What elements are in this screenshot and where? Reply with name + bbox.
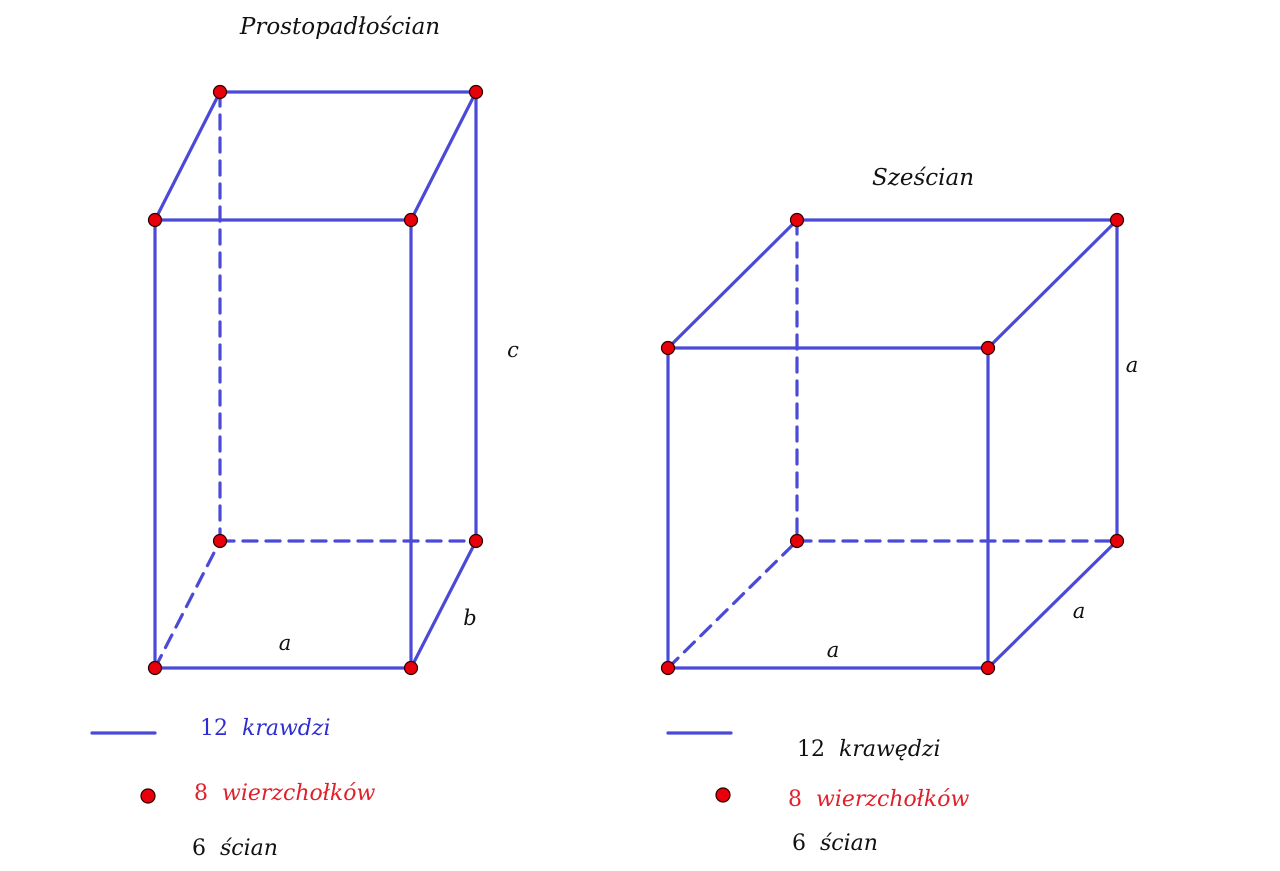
cube-dim-width: a: [827, 638, 840, 662]
cuboid-vertex: [212, 533, 228, 549]
cuboid-vertex: [147, 212, 163, 228]
legend-vertex-swatch: [140, 788, 156, 804]
cuboid-vertex: [147, 660, 163, 676]
cube-hidden-edge-left-bottom: [666, 539, 799, 670]
legend-vertex-swatch: [715, 787, 731, 803]
cube-vertex: [980, 660, 996, 676]
cube-vertex: [789, 533, 805, 549]
cube-vertex: [789, 212, 805, 228]
cuboid-vertex: [403, 212, 419, 228]
cube-legend: 12 krawędzi 8 wierzchołków 6 ścian: [666, 731, 969, 856]
cuboid-dim-b: b: [463, 606, 476, 630]
cube-legend-vertices-num: 8: [788, 787, 802, 812]
cube-legend-edges-word: krawędzi: [839, 737, 941, 762]
cube-edge-right-top-depth: [986, 218, 1119, 350]
cuboid-dim-a: a: [279, 631, 292, 655]
cube-vertex: [1109, 212, 1125, 228]
cuboid-legend-faces-num: 6: [192, 836, 206, 861]
cube-edge-left-top-depth: [666, 218, 799, 350]
cube-legend-faces: 6 ścian: [792, 831, 878, 856]
cube-edge-right-bottom-depth: [986, 539, 1119, 670]
cube-legend-edges-num: 12: [797, 737, 825, 762]
cuboid-legend-edges-word: krawdzi: [242, 716, 331, 741]
cube-vertex: [980, 340, 996, 356]
cuboid-legend-vertices-num: 8: [194, 781, 208, 806]
cube-dim-depth: a: [1073, 599, 1086, 623]
cuboid-legend-edges-num: 12: [200, 716, 228, 741]
cuboid-edge-left-top-depth: [153, 90, 222, 222]
cuboid-hidden-edge-left-bottom: [153, 539, 222, 670]
cuboid-legend-edges: 12 krawdzi: [200, 716, 331, 741]
cube-vertex: [660, 660, 676, 676]
cuboid-legend-faces: 6 ścian: [192, 836, 278, 861]
cuboid-vertex: [212, 84, 228, 100]
cuboid-legend-faces-word: ścian: [220, 836, 278, 861]
cuboid-edge-right-bottom-depth: [409, 539, 478, 670]
cuboid-edge-right-top-depth: [409, 90, 478, 222]
cuboid-vertex: [468, 533, 484, 549]
cuboid-legend-vertices: 8 wierzchołków: [194, 781, 375, 806]
cube-title: Sześcian: [872, 165, 974, 191]
cube-legend-edges: 12 krawędzi: [797, 737, 941, 762]
cube-figure: Sześcian a a a: [660, 165, 1139, 676]
cuboid-title: Prostopadłościan: [239, 14, 440, 40]
cuboid-legend: 12 krawdzi 8 wierzchołków 6 ścian: [90, 716, 375, 861]
cuboid-vertex: [468, 84, 484, 100]
cube-legend-vertices-word: wierzchołków: [816, 787, 969, 812]
cube-legend-vertices: 8 wierzchołków: [788, 787, 969, 812]
cube-vertex: [1109, 533, 1125, 549]
cube-vertex: [660, 340, 676, 356]
cube-legend-faces-word: ścian: [820, 831, 878, 856]
cube-dim-height: a: [1126, 353, 1139, 377]
cuboid-dim-c: c: [507, 338, 519, 362]
cuboid-vertex: [403, 660, 419, 676]
cube-legend-faces-num: 6: [792, 831, 806, 856]
cuboid-figure: Prostopadłościan c a b: [147, 14, 519, 676]
cuboid-legend-vertices-word: wierzchołków: [222, 781, 375, 806]
